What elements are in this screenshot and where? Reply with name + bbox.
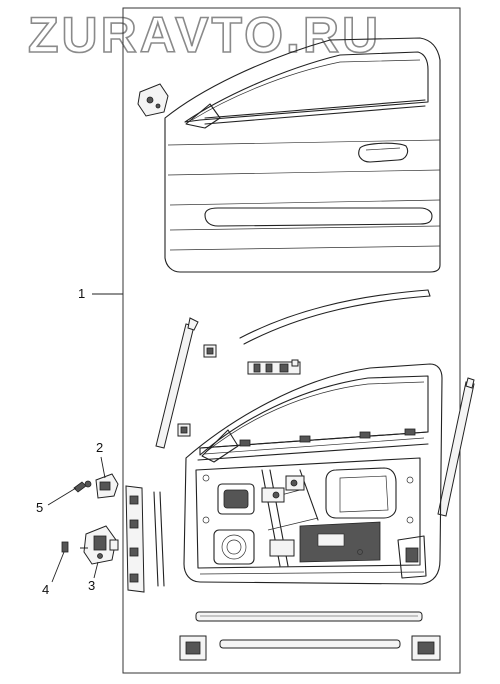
callout-5-label: 5 — [36, 500, 43, 515]
callout-4-label: 4 — [42, 582, 49, 597]
upper-hinge — [84, 473, 119, 499]
callout-1-label: 1 — [78, 286, 85, 301]
end-cap-left — [179, 635, 207, 661]
hinge-bolt — [73, 481, 87, 493]
end-cap-right — [411, 635, 441, 661]
watermark-text: ZURAVTO.RU — [28, 7, 381, 63]
trim-clip — [203, 344, 217, 358]
outer-door-panel — [164, 37, 441, 273]
rear-run-channel — [437, 377, 475, 517]
lower-seal — [219, 639, 401, 649]
mirror-bracket — [137, 83, 169, 117]
callout-5-leader — [47, 487, 77, 506]
latch-bracket — [247, 359, 301, 375]
trim-clip-lower — [177, 423, 191, 437]
inner-door-shell — [183, 363, 443, 585]
door-frame-weatherstrip — [239, 289, 431, 345]
callout-2-leader — [100, 456, 106, 479]
callout-4-leader — [51, 551, 65, 583]
a-pillar-seal — [155, 317, 199, 449]
sill-weatherstrip — [195, 611, 423, 622]
callout-3-label: 3 — [88, 578, 95, 593]
callout-2-label: 2 — [96, 440, 103, 455]
lower-hinge — [83, 525, 119, 565]
diagram-frame — [122, 7, 461, 674]
hinge-pin — [61, 541, 88, 553]
front-edge-trim — [125, 485, 165, 593]
callout-3-leader — [93, 561, 99, 579]
